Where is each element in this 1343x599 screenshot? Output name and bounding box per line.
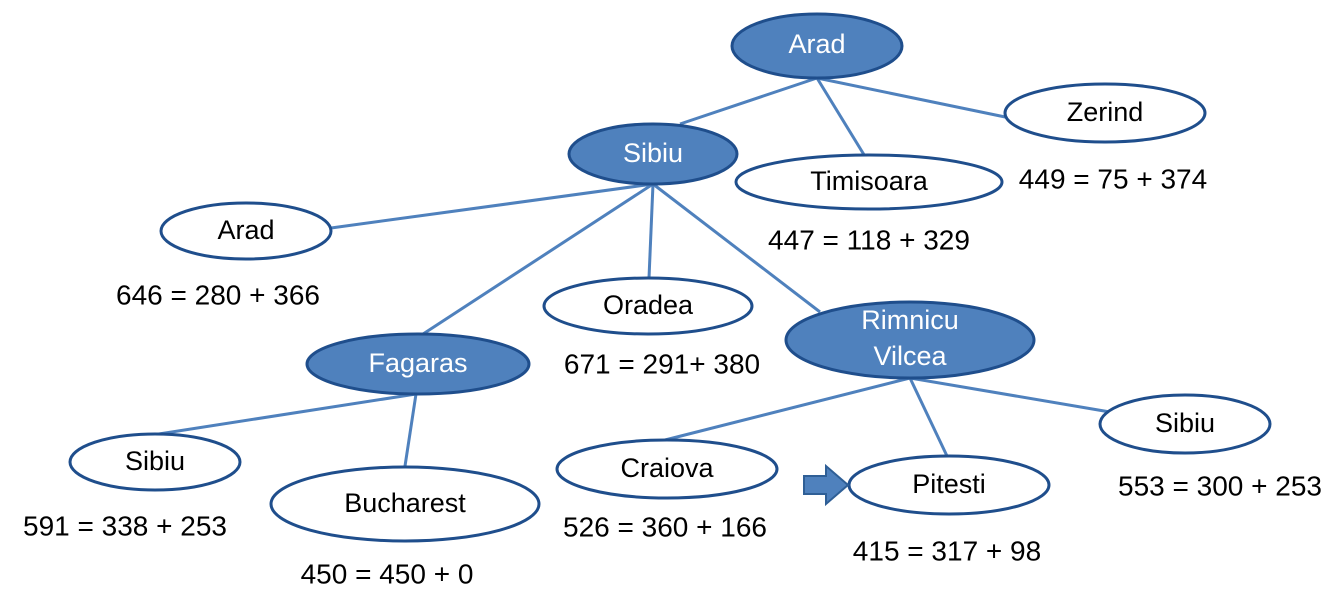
cost-craiova: 526 = 360 + 166 bbox=[563, 511, 767, 542]
node-oradea: Oradea bbox=[542, 276, 754, 336]
cost-sibiu-from-fagaras: 591 = 338 + 253 bbox=[23, 510, 227, 541]
tree-edges bbox=[145, 76, 1111, 467]
node-fagaras: Fagaras bbox=[305, 332, 531, 396]
right-arrow-icon bbox=[803, 463, 850, 507]
node-zerind: Zerind bbox=[1003, 82, 1207, 144]
edge-arad-timisoara bbox=[815, 77, 868, 159]
node-bucharest: Bucharest bbox=[269, 465, 541, 543]
cost-zerind: 449 = 75 + 374 bbox=[1019, 163, 1207, 194]
edge-rimnicu-pitesti bbox=[908, 377, 949, 457]
node-sibiu-from-rimnicu: Sibiu bbox=[1098, 393, 1272, 455]
edge-arad-sibiu bbox=[679, 76, 818, 126]
edge-fagaras-bucharest bbox=[403, 393, 418, 467]
node-label: Pitesti bbox=[912, 469, 986, 499]
node-label: Fagaras bbox=[368, 348, 467, 378]
cost-labels: 447 = 118 + 329 449 = 75 + 374 646 = 280… bbox=[23, 163, 1322, 589]
node-label: Craiova bbox=[620, 453, 714, 483]
node-label: Sibiu bbox=[125, 446, 185, 476]
edge-sibiu-arad bbox=[330, 182, 654, 230]
node-label: Oradea bbox=[603, 290, 694, 320]
node-arad-2: Arad bbox=[159, 201, 333, 261]
node-label: Arad bbox=[788, 29, 845, 59]
node-label: Arad bbox=[217, 215, 274, 245]
cost-oradea: 671 = 291+ 380 bbox=[564, 348, 760, 379]
cost-timisoara: 447 = 118 + 329 bbox=[768, 224, 970, 255]
edge-rimnicu-sibiu bbox=[909, 376, 1111, 414]
node-label-line1: Rimnicu bbox=[861, 305, 959, 335]
edge-arad-zerind bbox=[816, 76, 1011, 120]
edge-fagaras-sibiu bbox=[145, 392, 417, 438]
cost-pitesti: 415 = 317 + 98 bbox=[853, 535, 1041, 566]
node-pitesti: Pitesti bbox=[847, 454, 1051, 516]
edge-sibiu-fagaras bbox=[419, 182, 654, 338]
node-label: Zerind bbox=[1067, 97, 1144, 127]
edge-sibiu-rimnicu bbox=[652, 182, 821, 314]
cost-bucharest: 450 = 450 + 0 bbox=[301, 558, 474, 589]
cost-arad-2: 646 = 280 + 366 bbox=[116, 279, 320, 310]
node-rimnicu-vilcea: Rimnicu Vilcea bbox=[784, 300, 1036, 380]
node-craiova: Craiova bbox=[555, 438, 779, 500]
node-label: Timisoara bbox=[810, 166, 929, 196]
node-sibiu-from-fagaras: Sibiu bbox=[68, 432, 242, 492]
node-label: Sibiu bbox=[1155, 408, 1215, 438]
node-timisoara: Timisoara bbox=[734, 153, 1004, 211]
edge-rimnicu-craiova bbox=[664, 376, 911, 442]
cost-sibiu-from-rimnicu: 553 = 300 + 253 bbox=[1118, 470, 1322, 501]
edge-sibiu-oradea bbox=[647, 183, 655, 279]
node-label: Bucharest bbox=[344, 488, 466, 518]
node-arad-root: Arad bbox=[730, 12, 904, 80]
node-label-line2: Vilcea bbox=[873, 341, 947, 371]
node-label: Sibiu bbox=[623, 138, 683, 168]
node-sibiu: Sibiu bbox=[567, 122, 739, 186]
